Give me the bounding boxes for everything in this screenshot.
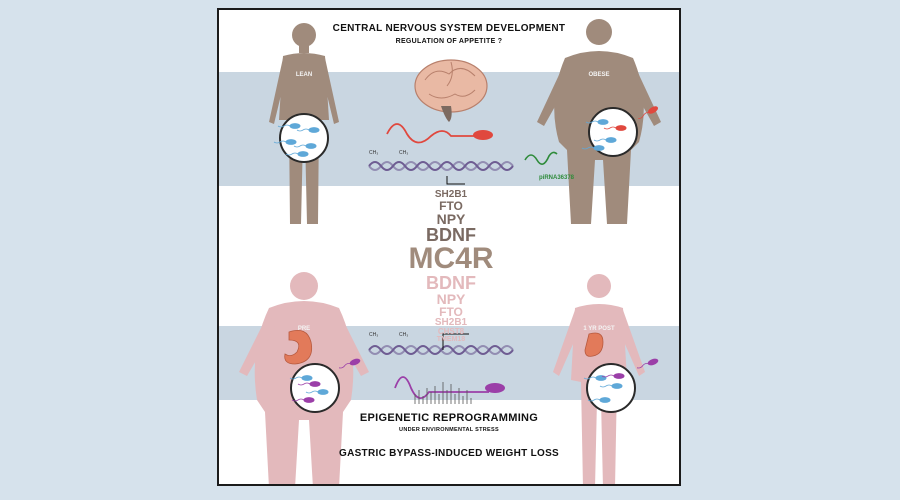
methyl-label-3: CH₃ [369, 332, 379, 338]
illustration [239, 19, 661, 484]
label-pre: PRE [297, 326, 311, 332]
stomach-pre [284, 329, 313, 365]
brain-icon [414, 59, 488, 122]
gene-top-4: BDNF [426, 225, 476, 245]
gene-bottom-2: NPY [436, 291, 466, 307]
magnifier-pre [289, 363, 340, 413]
magnifier-obese [581, 107, 638, 157]
magnifier-lean [273, 113, 329, 163]
methyl-label-2: CH₃ [399, 150, 409, 156]
methyl-label-1: CH₃ [369, 150, 379, 156]
gene-top-2: FTO [439, 199, 463, 213]
dna-top [368, 161, 514, 171]
label-lean: LEAN [295, 72, 313, 78]
main-title: CENTRAL NERVOUS SYSTEM DEVELOPMENT [332, 23, 566, 34]
dna-bottom [368, 345, 514, 355]
stomach-post [584, 332, 604, 357]
pirna-label: piRNA36378 [539, 175, 575, 181]
gene-bottom-3: FTO [439, 305, 463, 319]
gene-bottom-1: BDNF [426, 273, 476, 293]
gene-center: MC4R [408, 242, 494, 275]
methyl-label-4: CH₃ [399, 332, 409, 338]
epigenetic-title: EPIGENETIC REPROGRAMMING [359, 412, 539, 424]
environment-subtitle: UNDER ENVIRONMENTAL STRESS [399, 427, 499, 433]
gene-top-1: SH2B1 [434, 189, 468, 200]
arrow-top [446, 176, 465, 185]
gene-bottom-4: SH2B1 [434, 317, 468, 328]
methylation-bars [414, 382, 472, 404]
gene-top-3: NPY [436, 211, 466, 227]
magnifier-post [583, 363, 636, 413]
pirna-squiggle [524, 151, 558, 165]
gene-bottom-6: TMEM18 [436, 336, 466, 343]
subtitle: REGULATION OF APPETITE ? [395, 38, 503, 45]
arrow-bottom [442, 333, 469, 350]
sperm-red-large [386, 123, 493, 144]
figure-panel: CENTRAL NERVOUS SYSTEM DEVELOPMENT REGUL… [217, 8, 681, 486]
lean-figure [269, 23, 339, 224]
sperm-purple-large [394, 376, 505, 399]
gene-stack: SH2B1 FTO NPY BDNF MC4R BDNF NPY FTO SH2… [369, 189, 533, 344]
gastric-title: GASTRIC BYPASS-INDUCED WEIGHT LOSS [338, 448, 560, 459]
label-post: 1 YR POST [583, 326, 615, 332]
gene-bottom-5: CHST8 [437, 327, 465, 336]
label-obese: OBESE [588, 72, 610, 78]
